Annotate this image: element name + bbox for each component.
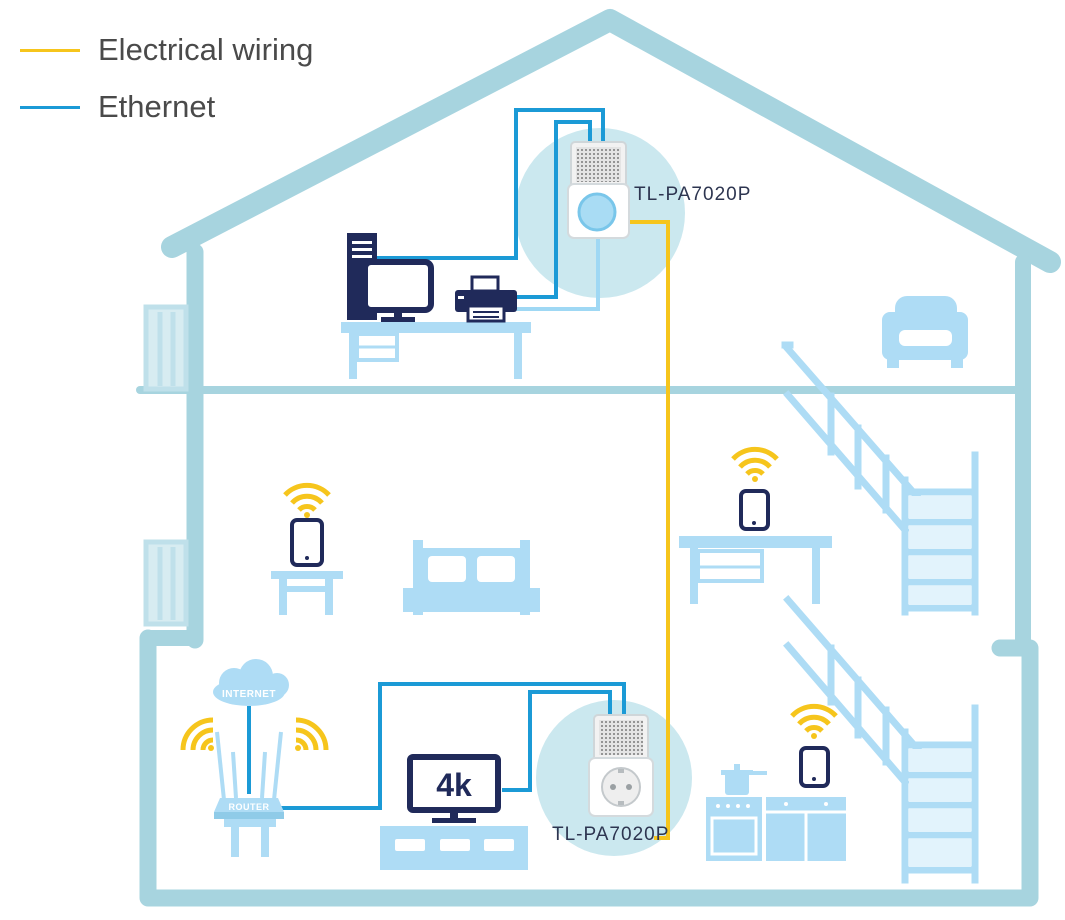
internet-cloud-label: INTERNET <box>222 689 276 700</box>
desktop-monitor-icon <box>362 259 434 322</box>
ethernet-cable-light <box>516 236 600 311</box>
tablet-icon-right <box>739 489 770 531</box>
internet-cloud-icon <box>213 659 289 706</box>
ethernet-legend-swatch <box>20 105 80 109</box>
kitchen-cabinet <box>766 797 846 861</box>
upper-staircase-fill <box>909 496 971 605</box>
router-wifi-right-dot <box>295 745 301 751</box>
computer-desk <box>341 322 531 379</box>
router-icon[interactable] <box>214 731 284 819</box>
electrical-legend-swatch <box>20 48 80 52</box>
wifi-icon-kitchen <box>790 703 838 733</box>
upper-staircase <box>781 341 979 616</box>
tv-icon[interactable] <box>407 754 501 823</box>
tablet-icon-left <box>290 518 324 567</box>
electrical-legend-label: Electrical wiring <box>98 32 314 67</box>
downstairs-adapter-model-label: TL-PA7020P <box>552 824 669 845</box>
stove-icon <box>706 797 762 861</box>
tablet-icon-kitchen <box>799 746 830 788</box>
router-wifi-left-dot <box>208 745 214 751</box>
ethernet-legend-label: Ethernet <box>98 89 216 124</box>
legend-item-ethernet: Ethernet <box>20 89 215 125</box>
wifi-icon-left <box>283 482 331 512</box>
lower-staircase-fill <box>909 749 971 867</box>
wifi-dot-kitchen <box>811 733 817 739</box>
lower-staircase <box>783 595 979 884</box>
legend-item-electrical: Electrical wiring <box>20 32 313 68</box>
tv-stand <box>380 826 528 870</box>
powerline-adapter-upstairs[interactable] <box>567 141 630 239</box>
printer-icon <box>455 275 517 323</box>
balcony-upper <box>143 304 189 392</box>
bed-icon <box>403 540 540 615</box>
side-table-left <box>271 571 343 615</box>
house-outline <box>136 9 1061 907</box>
balcony-lower <box>143 539 189 627</box>
upstairs-adapter-model-label: TL-PA7020P <box>634 184 751 205</box>
wifi-dot-left <box>304 512 310 518</box>
armchair-icon <box>882 296 968 368</box>
router-wifi-left-icon <box>180 717 214 751</box>
router-stand <box>224 819 276 857</box>
router-label: ROUTER <box>229 802 270 812</box>
wifi-dot-right <box>752 476 758 482</box>
electrical-cable <box>628 220 670 840</box>
powerline-adapter-downstairs[interactable] <box>588 714 654 817</box>
desk-right <box>679 536 832 604</box>
tv-resolution-label: 4k <box>436 767 472 803</box>
ethernet-cables <box>275 108 626 810</box>
router-wifi-right-icon <box>295 717 329 751</box>
wifi-icon-right <box>731 446 779 476</box>
cooking-pot-icon <box>721 764 767 795</box>
